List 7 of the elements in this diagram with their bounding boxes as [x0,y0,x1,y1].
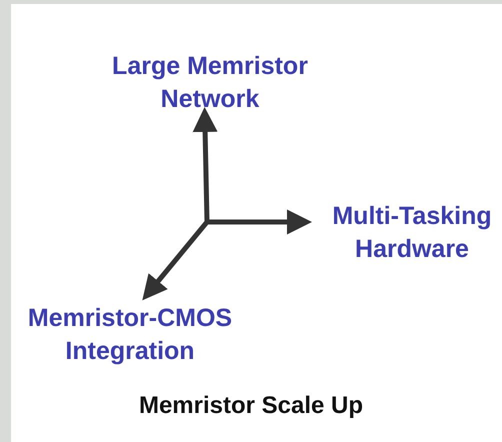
caption: Memristor Scale Up [138,392,364,420]
arrow [192,107,218,222]
arrow [207,210,312,234]
arrow [142,220,209,300]
axis-label: Memristor-CMOS Integration [0,302,260,368]
axis-label: Multi-Tasking Hardware [318,200,502,266]
axis-label: Large Memristor Network [90,50,330,116]
